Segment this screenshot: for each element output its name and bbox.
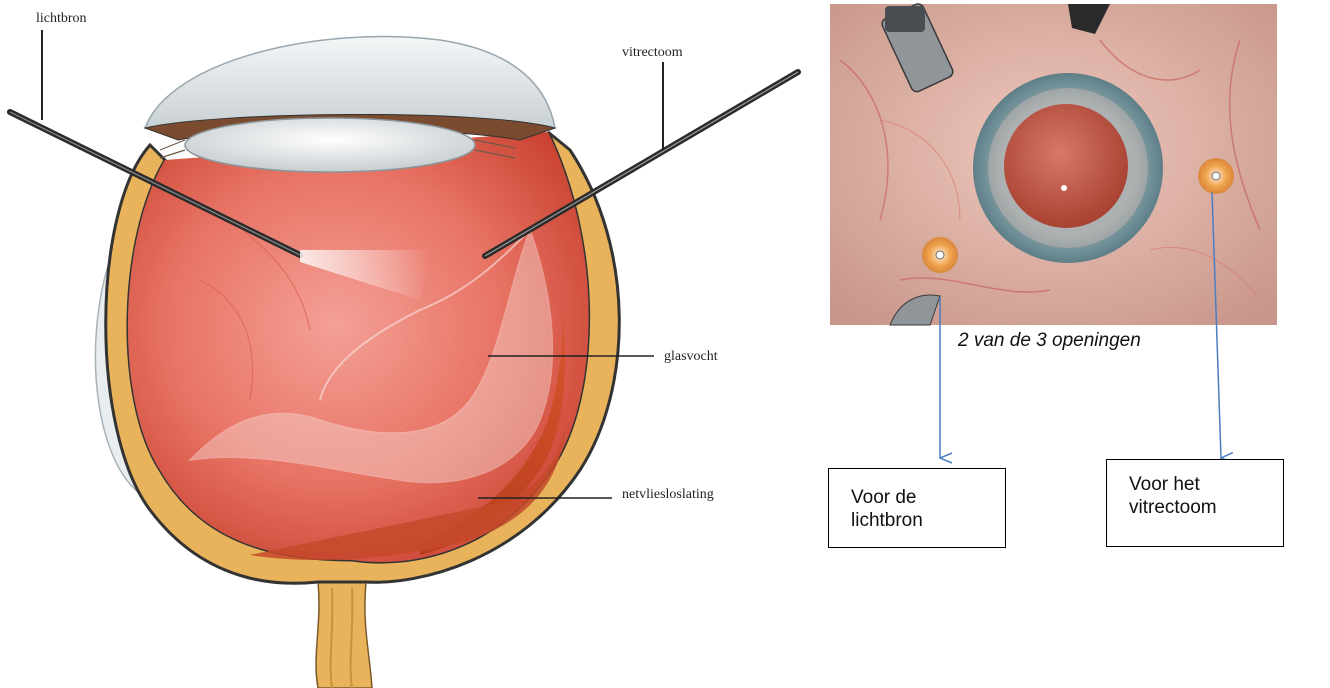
optic-nerve (316, 582, 372, 688)
label-glasvocht: glasvocht (664, 350, 718, 364)
photo-caption: 2 van de 3 openingen (958, 330, 1141, 352)
light-source-box: Voor de lichtbron (828, 468, 1006, 548)
label-lichtbron: lichtbron (36, 12, 87, 26)
photo-pupil (1004, 104, 1128, 228)
surgical-photo (830, 2, 1277, 325)
label-netvliesloslating: netvliesloslating (622, 488, 714, 502)
label-vitrectoom: vitrectoom (622, 46, 683, 60)
vitrectome-box: Voor het vitrectoom (1106, 459, 1284, 547)
lens (185, 118, 475, 172)
